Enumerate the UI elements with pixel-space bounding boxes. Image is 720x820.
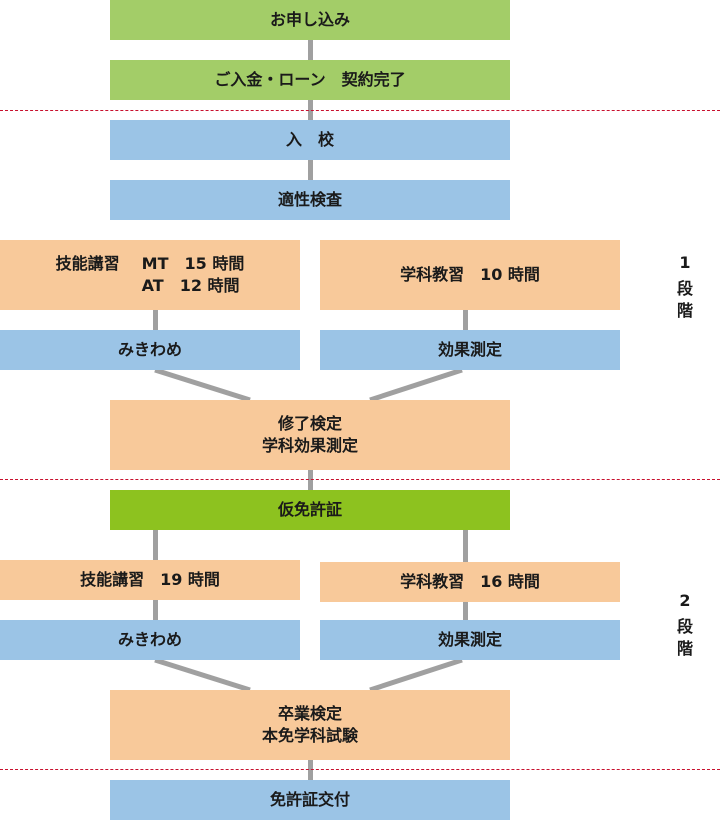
stage-char: 階 <box>676 301 693 320</box>
phase-divider <box>0 110 720 111</box>
exam-line1: 卒業検定 <box>277 704 342 723</box>
phase-divider <box>0 769 720 770</box>
connector-line <box>308 160 313 180</box>
stage2-mikiwame: みきわめ <box>0 620 300 660</box>
connector-diag <box>369 367 463 403</box>
exam-line1: 修了検定 <box>277 414 342 433</box>
stage2-theory-lessons: 学科教習 16 時間 <box>320 562 620 602</box>
step-aptitude-test: 適性検査 <box>110 180 510 220</box>
stage1-theory-lessons: 学科教習 10 時間 <box>320 240 620 310</box>
connector-line <box>463 530 468 562</box>
stage-char: 段 <box>676 617 693 636</box>
stage-number: 1 <box>679 253 691 272</box>
connector-diag <box>154 657 251 693</box>
stage-label-1: 1 段 階 <box>660 252 710 322</box>
connector-line <box>463 310 468 330</box>
connector-diag <box>369 657 463 693</box>
practical-label: 技能講習 <box>55 254 120 273</box>
connector-line <box>153 530 158 560</box>
connector-line <box>153 600 158 620</box>
stage-label-2: 2 段 階 <box>660 590 710 660</box>
step-application: お申し込み <box>110 0 510 40</box>
stage2-effect-test: 効果測定 <box>320 620 620 660</box>
connector-line <box>463 602 468 620</box>
stage1-effect-test: 効果測定 <box>320 330 620 370</box>
stage-char: 段 <box>676 279 693 298</box>
stage2-exam: 卒業検定 本免学科試験 <box>110 690 510 760</box>
connector-line <box>153 310 158 330</box>
stage1-practical-lessons: 技能講習 MT 15 時間 AT 12 時間 <box>0 240 300 310</box>
stage1-exam: 修了検定 学科効果測定 <box>110 400 510 470</box>
stage-char: 階 <box>676 639 693 658</box>
connector-diag <box>154 367 251 403</box>
step-provisional-license: 仮免許証 <box>110 490 510 530</box>
step-license-issue: 免許証交付 <box>110 780 510 820</box>
connector-line <box>308 760 313 780</box>
connector-line <box>308 40 313 60</box>
step-enrollment: 入 校 <box>110 120 510 160</box>
exam-line2: 学科効果測定 <box>261 436 358 455</box>
stage-number: 2 <box>679 591 691 610</box>
connector-line <box>308 470 313 490</box>
practical-hours-mt: MT 15 時間 <box>141 254 245 273</box>
practical-hours-at: AT 12 時間 <box>141 276 240 295</box>
phase-divider <box>0 479 720 480</box>
step-payment: ご入金・ローン 契約完了 <box>110 60 510 100</box>
exam-line2: 本免学科試験 <box>261 726 358 745</box>
stage2-practical-lessons: 技能講習 19 時間 <box>0 560 300 600</box>
stage1-mikiwame: みきわめ <box>0 330 300 370</box>
